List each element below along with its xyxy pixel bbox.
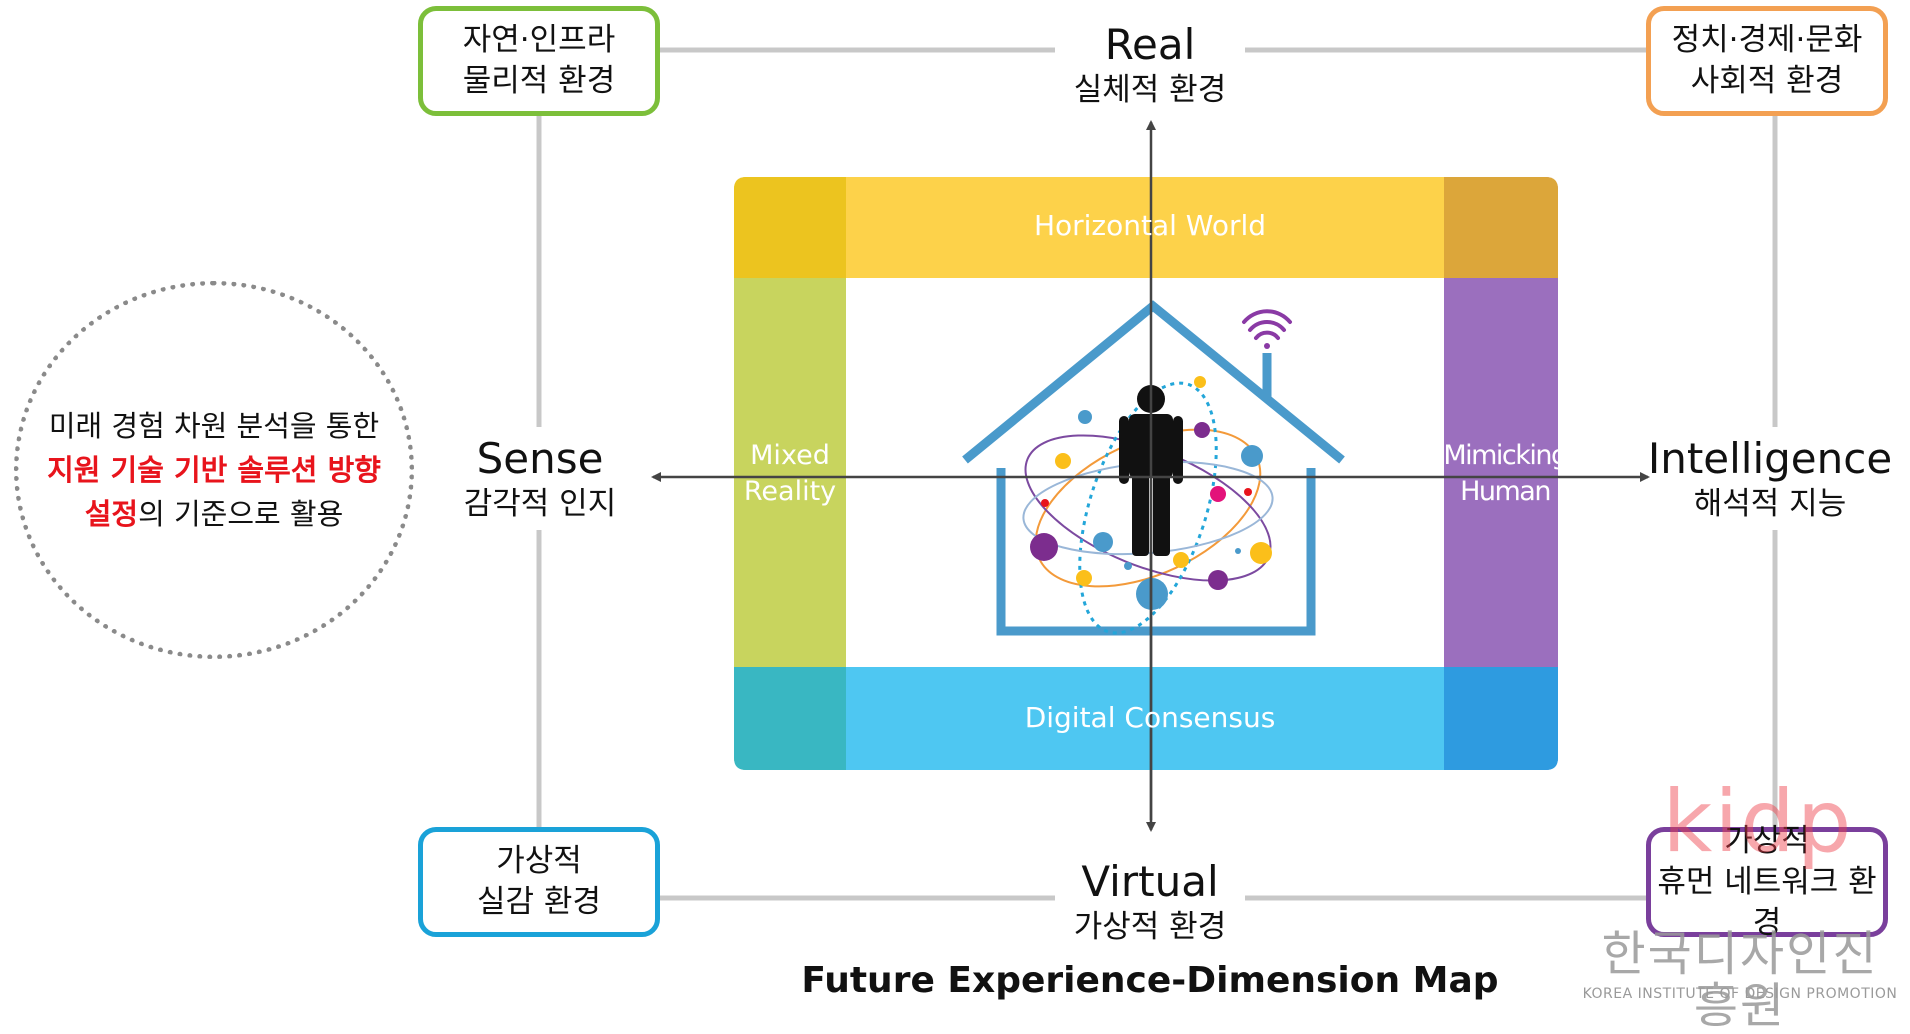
note-text: 의 기준으로 활용 [138, 497, 344, 531]
atom-particles [1030, 376, 1272, 610]
note-circle: 미래 경험 차원 분석을 통한 지원 기술 기반 솔루션 방향 설정의 기준으로… [14, 281, 414, 659]
axis-label-ko: 해석적 지능 [1693, 486, 1847, 522]
frame-lines [536, 47, 1778, 901]
axis-label-en: Real [1104, 20, 1196, 69]
overlap-bottom-left [734, 667, 846, 770]
axis-label-ko: 실체적 환경 [1073, 72, 1227, 108]
corner-text-line: 물리적 환경 [462, 63, 616, 99]
corner-box-social-environment: 정치·경제·문화 사회적 환경 [1646, 6, 1888, 116]
house-walls [996, 468, 1316, 636]
overlap-bottom-right [1444, 667, 1558, 770]
note-line: 미래 경험 차원 분석을 통한 [48, 409, 380, 443]
axis-label-ko: 감각적 인지 [463, 486, 617, 522]
band-label-mixed-reality: Mixed Reality [735, 438, 845, 510]
band-mimicking-human [1444, 177, 1558, 770]
axes [651, 120, 1650, 832]
corner-box-physical-environment: 자연·인프라 물리적 환경 [418, 6, 660, 116]
note-line-highlight: 지원 기술 기반 솔루션 방향 [47, 453, 381, 487]
corner-text-line: 가상적 [496, 843, 582, 879]
band-digital-consensus [734, 667, 1558, 770]
axis-label-en: Intelligence [1647, 434, 1893, 483]
bands [734, 177, 1558, 770]
axis-label-en: Virtual [1081, 857, 1219, 906]
axis-label-real: Real 실체적 환경 [1030, 20, 1270, 110]
corner-text-line: 휴먼 네트워크 환경 [1657, 863, 1877, 941]
axis-label-en: Sense [476, 434, 604, 483]
diagram-caption: Future Experience-Dimension Map [801, 960, 1499, 1001]
overlap-top-right [1444, 177, 1558, 278]
axis-label-intelligence: Intelligence 해석적 지능 [1640, 434, 1900, 524]
note-line: 설정의 기준으로 활용 [85, 492, 344, 536]
diagram-stage: 자연·인프라 물리적 환경 정치·경제·문화 사회적 환경 가상적 실감 환경 … [14, 6, 1900, 1032]
orbit-blue [1078, 381, 1218, 635]
band-horizontal-world [734, 177, 1558, 278]
watermark-korean: 한국디자인진흥원 [1601, 926, 1879, 1034]
band-label-mimicking-human: Mimicking Human [1440, 438, 1570, 510]
band-mixed-reality [734, 177, 846, 770]
overlap-top-left [734, 177, 846, 278]
corner-text-line: 사회적 환경 [1690, 63, 1844, 99]
axis-label-ko: 가상적 환경 [1073, 909, 1227, 945]
band-label-horizontal-world: Horizontal World [1033, 209, 1267, 242]
band-label-line: Human [1460, 476, 1551, 507]
diagram-graphics [536, 47, 1778, 901]
house-illustration [962, 300, 1345, 636]
band-label-line: Mimicking [1443, 440, 1568, 471]
axis-label-sense: Sense 감각적 인지 [435, 434, 645, 524]
watermark-logo: kidp [1662, 772, 1854, 872]
house-roof [962, 300, 1345, 464]
band-label-line: Reality [743, 476, 837, 507]
corner-text-line: 정치·경제·문화 [1671, 22, 1863, 58]
note-highlight: 설정 [84, 497, 139, 531]
corner-text-line: 가상적 [1724, 822, 1810, 859]
band-label-digital-consensus: Digital Consensus [1024, 701, 1276, 734]
axis-label-virtual: Virtual 가상적 환경 [1030, 857, 1270, 947]
corner-box-virtual-human-network: 가상적 휴먼 네트워크 환경 [1646, 823, 1888, 941]
corner-text-line: 실감 환경 [477, 884, 601, 920]
corner-box-virtual-immersive: 가상적 실감 환경 [418, 827, 660, 937]
corner-text-line: 자연·인프라 [462, 22, 616, 58]
wifi-icon [1242, 309, 1292, 349]
band-label-line: Mixed [750, 440, 830, 471]
watermark-english: KOREA INSTITUTE OF DESIGN PROMOTION [1582, 986, 1898, 1002]
